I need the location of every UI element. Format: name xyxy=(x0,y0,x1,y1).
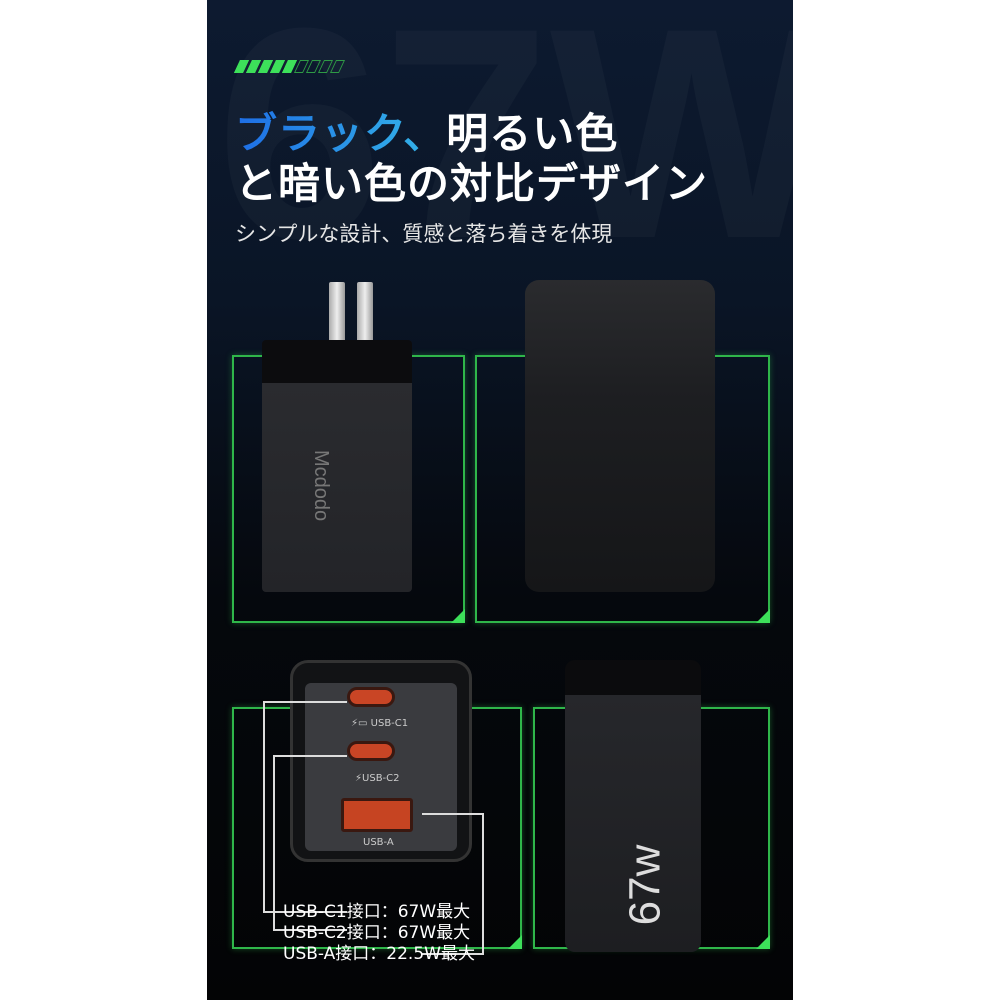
callout-line xyxy=(273,755,347,931)
callout-line xyxy=(422,813,484,955)
usb-c2-label: ⚡USB-C2 xyxy=(355,773,400,784)
usb-a-port xyxy=(341,798,413,832)
usb-a-label: USB-A xyxy=(363,837,394,848)
title-line-1: ブラック、明るい色 xyxy=(235,109,619,158)
charger-top-view xyxy=(525,280,715,592)
spec-usb-a: USB-A接口：22.5W最大 xyxy=(283,944,475,964)
usb-c2-port xyxy=(347,741,395,761)
product-banner: 67W ブラック、明るい色 と暗い色の対比デザイン シンプルな設計、質感と落ち着… xyxy=(207,0,793,1000)
progress-bars xyxy=(233,60,346,73)
plug-prong xyxy=(357,282,373,344)
title-line-2: と暗い色の対比デザイン xyxy=(235,159,709,208)
spec-usb-c2: USB-C2接口：67W最大 xyxy=(283,923,471,943)
charger-front: Mcdodo xyxy=(262,340,412,592)
callout-line xyxy=(263,701,347,913)
wattage-label: 67w xyxy=(620,844,670,926)
charger-side-view: 67w xyxy=(565,660,701,952)
plug-prong xyxy=(329,282,345,344)
subtitle: シンプルな設計、質感と落ち着きを体現 xyxy=(235,222,613,246)
usb-c1-label: ⚡▭ USB-C1 xyxy=(351,718,409,729)
spec-usb-c1: USB-C1接口：67W最大 xyxy=(283,902,471,922)
charger-port-face: ⚡▭ USB-C1 ⚡USB-C2 USB-A xyxy=(290,660,472,862)
usb-c1-port xyxy=(347,687,395,707)
brand-logo: Mcdodo xyxy=(310,450,332,522)
